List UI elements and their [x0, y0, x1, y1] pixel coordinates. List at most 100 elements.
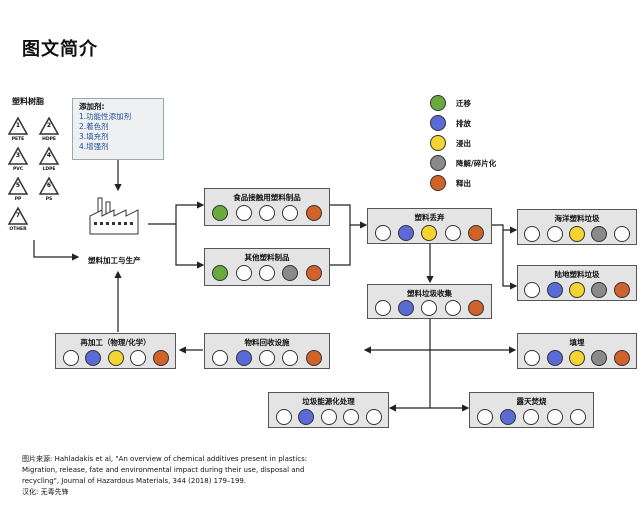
additive-item: 3.填充剂 — [79, 132, 109, 141]
release-icon — [546, 282, 563, 298]
empty-circle — [235, 205, 252, 221]
additives-box: 添加剂: 1.功能性添加剂 2.着色剂 3.填充剂 4.增强剂 — [72, 98, 164, 160]
box-ocean-waste: 海洋塑料垃圾 — [517, 209, 637, 245]
additive-item: 4.增强剂 — [79, 142, 109, 151]
resin-pvc: 3 PVC — [5, 146, 31, 172]
empty-circle — [130, 350, 146, 366]
release-icon — [235, 350, 252, 366]
migration-icon — [212, 205, 229, 221]
legend-item-emission: 释出 — [430, 173, 496, 193]
empty-circle — [375, 225, 392, 241]
empty-circle — [235, 265, 252, 281]
empty-circle — [62, 350, 79, 366]
emission-icon — [467, 300, 484, 316]
empty-circle — [365, 409, 382, 425]
emission-icon — [305, 265, 322, 281]
emission-icon — [613, 350, 630, 366]
empty-circle — [258, 350, 275, 366]
migration-icon — [212, 265, 229, 281]
page-title: 图文简介 — [22, 39, 98, 60]
leaching-icon — [568, 282, 585, 298]
empty-circle — [523, 409, 540, 425]
box-disposal: 塑料丢弃 — [367, 208, 492, 244]
legend-item-leaching: 浸出 — [430, 133, 496, 153]
additive-item: 2.着色剂 — [79, 122, 109, 131]
box-landfill: 填埋 — [517, 333, 637, 369]
degradation-icon — [282, 265, 299, 281]
empty-circle — [275, 409, 292, 425]
box-energy-recovery: 垃圾能源化处理 — [268, 392, 389, 428]
factory-icon — [89, 197, 139, 235]
empty-circle — [524, 282, 541, 298]
emission-icon — [152, 350, 169, 366]
box-food-contact: 食品接触用塑料制品 — [204, 188, 330, 226]
process-label: 塑料加工与生产 — [88, 256, 141, 265]
recycle-triangle-icon — [38, 116, 60, 135]
additive-item: 1.功能性添加剂 — [79, 112, 132, 121]
recycle-triangle-icon — [7, 146, 29, 165]
empty-circle — [212, 350, 229, 366]
box-recycling-facility: 物料回收设施 — [204, 333, 330, 369]
legend-item-migration: 迁移 — [430, 93, 496, 113]
legend-item-release: 排放 — [430, 113, 496, 133]
empty-circle — [546, 409, 563, 425]
empty-circle — [282, 350, 299, 366]
empty-circle — [477, 409, 494, 425]
release-icon — [430, 115, 446, 131]
leaching-icon — [107, 350, 124, 366]
source-caption: 图片来源: Hahladakis et al, "An overview of … — [22, 455, 308, 496]
box-other-products: 其他塑料制品 — [204, 248, 330, 286]
release-icon — [546, 350, 563, 366]
release-icon — [85, 350, 101, 366]
release-icon — [298, 409, 314, 425]
empty-circle — [421, 300, 438, 316]
release-icon — [500, 409, 517, 425]
empty-circle — [444, 225, 461, 241]
release-icon — [398, 225, 415, 241]
box-reprocessing: 再加工（物理/化学） — [55, 333, 176, 369]
box-open-burning: 露天焚烧 — [469, 392, 594, 428]
recycle-triangle-icon — [38, 176, 60, 195]
leaching-icon — [430, 135, 446, 151]
recycle-triangle-icon — [38, 146, 60, 165]
degradation-icon — [591, 226, 608, 242]
empty-circle — [343, 409, 359, 425]
resin-pete: 1 PETE — [5, 116, 31, 142]
empty-circle — [569, 409, 586, 425]
recycle-triangle-icon — [7, 206, 29, 225]
emission-icon — [305, 350, 322, 366]
empty-circle — [524, 226, 541, 242]
degradation-icon — [591, 282, 608, 298]
degradation-icon — [591, 350, 608, 366]
empty-circle — [613, 226, 630, 242]
empty-circle — [282, 205, 299, 221]
resin-other: 7 OTHER — [5, 206, 31, 232]
box-land-waste: 陆地塑料垃圾 — [517, 265, 637, 301]
recycle-triangle-icon — [7, 176, 29, 195]
resin-pp: 5 PP — [5, 176, 31, 202]
emission-icon — [430, 175, 446, 191]
empty-circle — [320, 409, 337, 425]
emission-icon — [467, 225, 484, 241]
resin-hdpe: 2 HDPE — [36, 116, 62, 142]
empty-circle — [524, 350, 541, 366]
empty-circle — [258, 265, 275, 281]
leaching-icon — [568, 226, 585, 242]
legend-item-degradation: 降解/碎片化 — [430, 153, 496, 173]
resin-ldpe: 4 LDPE — [36, 146, 62, 172]
legend: 迁移 排放 浸出 降解/碎片化 释出 — [430, 93, 496, 193]
leaching-icon — [421, 225, 438, 241]
release-icon — [398, 300, 415, 316]
box-collection: 塑料垃圾收集 — [367, 284, 492, 319]
empty-circle — [546, 226, 563, 242]
emission-icon — [305, 205, 322, 221]
leaching-icon — [568, 350, 585, 366]
degradation-icon — [430, 155, 446, 171]
resins-title: 塑料树脂 — [12, 97, 44, 106]
empty-circle — [444, 300, 461, 316]
emission-icon — [613, 282, 630, 298]
recycle-triangle-icon — [7, 116, 29, 135]
migration-icon — [430, 95, 446, 111]
resin-ps: 6 PS — [36, 176, 62, 202]
